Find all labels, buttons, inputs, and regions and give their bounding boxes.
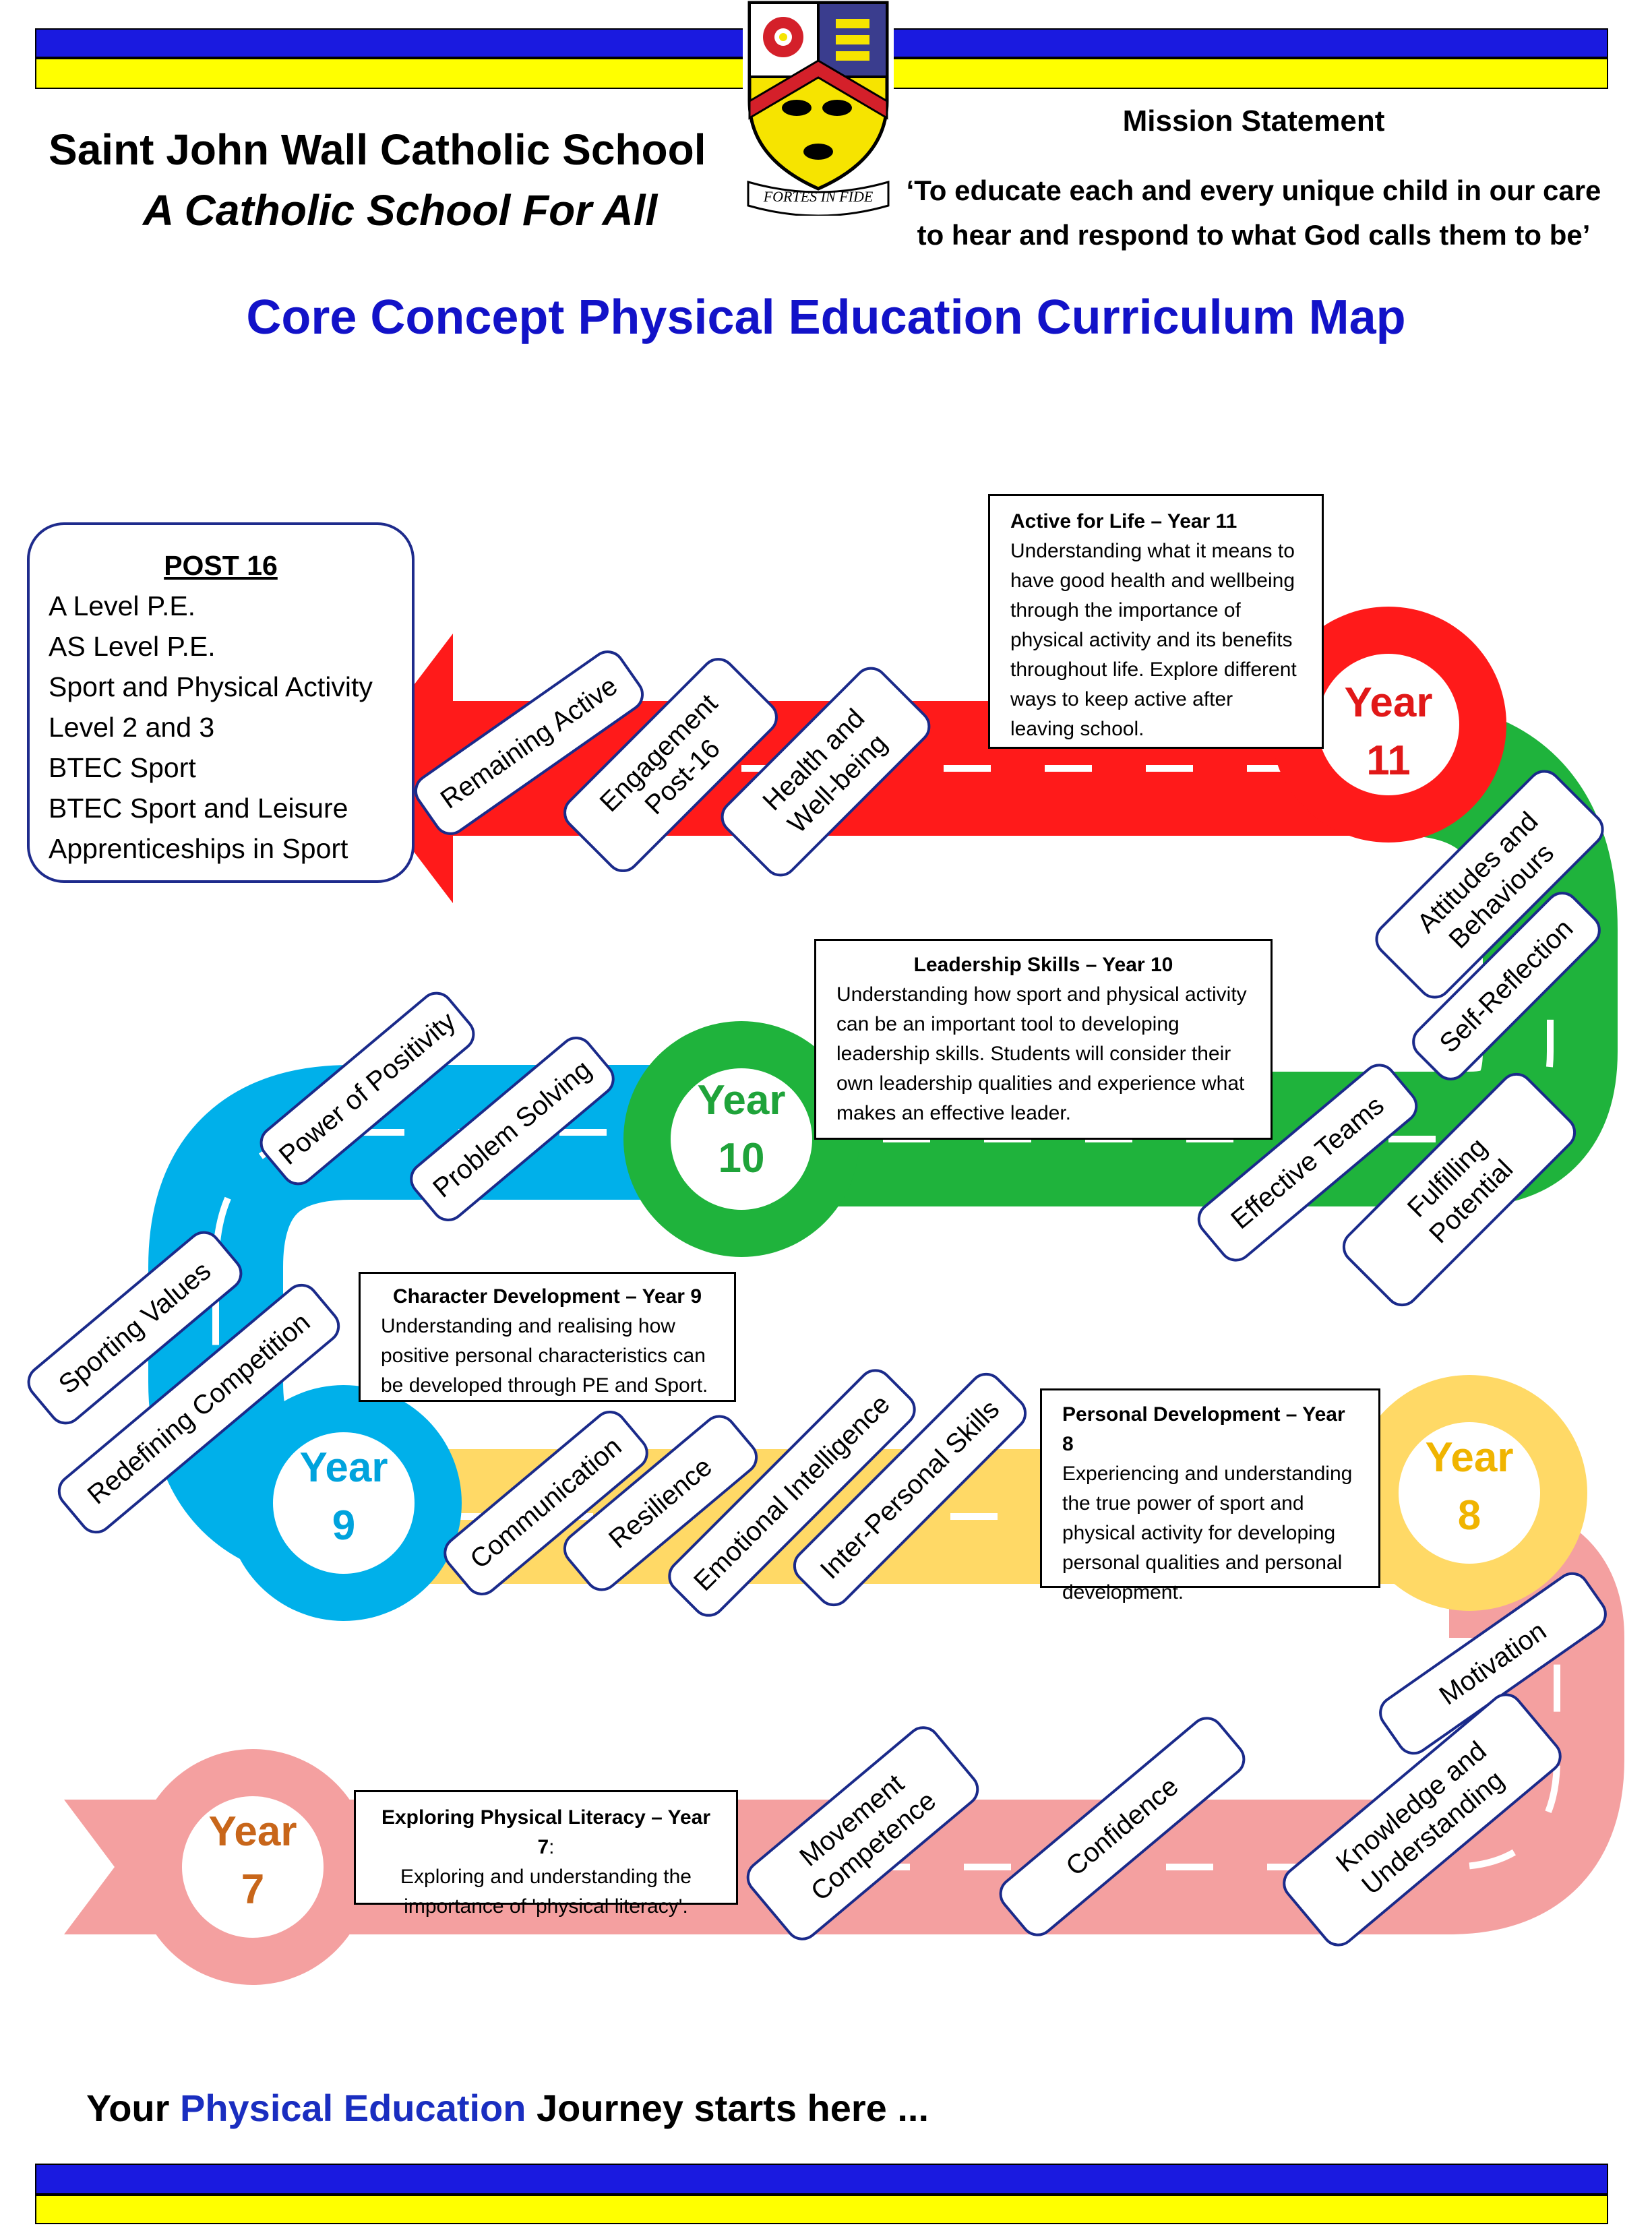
mission-heading: Mission Statement xyxy=(1122,104,1385,137)
info-text: Understanding what it means to have good… xyxy=(1010,540,1297,740)
crest-motto: FORTES IN FIDE xyxy=(763,188,874,205)
year9-inner xyxy=(273,1432,415,1574)
post16-item: Level 2 and 3 xyxy=(49,712,215,743)
info-text: Understanding and realising how positive… xyxy=(381,1315,708,1397)
bottom-yellow-stripe xyxy=(35,2195,1608,2224)
info-box-year9: Character Development – Year 9 Understan… xyxy=(359,1272,736,1402)
post16-item: BTEC Sport xyxy=(49,752,196,783)
post16-heading: POST 16 xyxy=(164,550,278,581)
footer-prefix: Your xyxy=(86,2087,170,2129)
bottom-blue-stripe xyxy=(35,2164,1608,2195)
info-text: Understanding how sport and physical act… xyxy=(836,983,1247,1124)
info-heading: Character Development – Year 9 xyxy=(392,1285,702,1308)
info-text: Exploring and understanding the importan… xyxy=(400,1866,692,1918)
info-heading-suffix: : xyxy=(549,1836,555,1858)
mission-text: ‘To educate each and every unique child … xyxy=(906,175,1601,251)
info-box-year11: Active for Life – Year 11 Understanding … xyxy=(988,494,1324,749)
info-box-year10: Leadership Skills – Year 10 Understandin… xyxy=(814,939,1273,1140)
info-heading: Active for Life – Year 11 xyxy=(1010,510,1237,532)
post16-item: BTEC Sport and Leisure xyxy=(49,793,348,824)
post16-item: Sport and Physical Activity xyxy=(49,671,373,702)
info-text: Experiencing and understanding the true … xyxy=(1062,1463,1353,1603)
page-title: Core Concept Physical Education Curricul… xyxy=(246,290,1406,344)
post16-item: Apprenticeships in Sport xyxy=(49,833,348,864)
year11-inner xyxy=(1318,654,1459,795)
footer-suffix: Journey starts here ... xyxy=(537,2087,929,2129)
year8-inner xyxy=(1399,1422,1540,1564)
info-heading-row: Exploring Physical Literacy – Year 7: xyxy=(373,1803,718,1862)
info-heading: Leadership Skills – Year 10 xyxy=(913,954,1173,976)
post16-panel: POST 16 A Level P.E. AS Level P.E. Sport… xyxy=(27,522,415,883)
post16-item: A Level P.E. xyxy=(49,590,196,621)
school-crest: FORTES IN FIDE xyxy=(743,0,894,216)
footer-highlight: Physical Education xyxy=(179,2087,526,2129)
year7-inner xyxy=(182,1796,324,1938)
info-heading: Personal Development – Year 8 xyxy=(1062,1403,1345,1455)
school-motto: A Catholic School For All xyxy=(143,186,658,235)
info-box-year8: Personal Development – Year 8 Experienci… xyxy=(1040,1388,1380,1603)
info-box-year7: Exploring Physical Literacy – Year 7: Ex… xyxy=(354,1790,738,1918)
footer-tagline: Your Physical Education Journey starts h… xyxy=(86,2086,1299,2130)
year10-inner xyxy=(671,1068,812,1210)
school-name: Saint John Wall Catholic School xyxy=(49,125,706,174)
post16-item: AS Level P.E. xyxy=(49,631,216,662)
info-heading: Exploring Physical Literacy – Year 7 xyxy=(381,1806,711,1858)
